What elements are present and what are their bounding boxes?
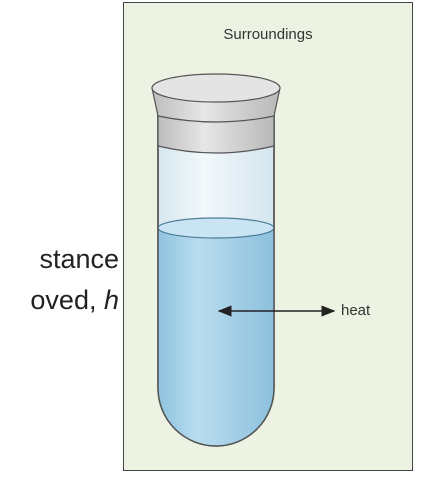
side-text-line-1: stance [39, 244, 119, 274]
liquid-body [158, 228, 274, 446]
stopper-plug [157, 115, 275, 154]
side-text-line-2: oved, h [30, 287, 119, 314]
surroundings-label: Surroundings [223, 26, 313, 43]
heat-label: heat [341, 302, 371, 319]
stopper-top [151, 73, 281, 103]
height-symbol: h [103, 285, 119, 315]
side-text-line-2-prefix: oved, [30, 285, 104, 315]
surroundings-panel [123, 2, 413, 471]
test-tube-outline [157, 112, 275, 447]
liquid-surface [157, 217, 275, 239]
